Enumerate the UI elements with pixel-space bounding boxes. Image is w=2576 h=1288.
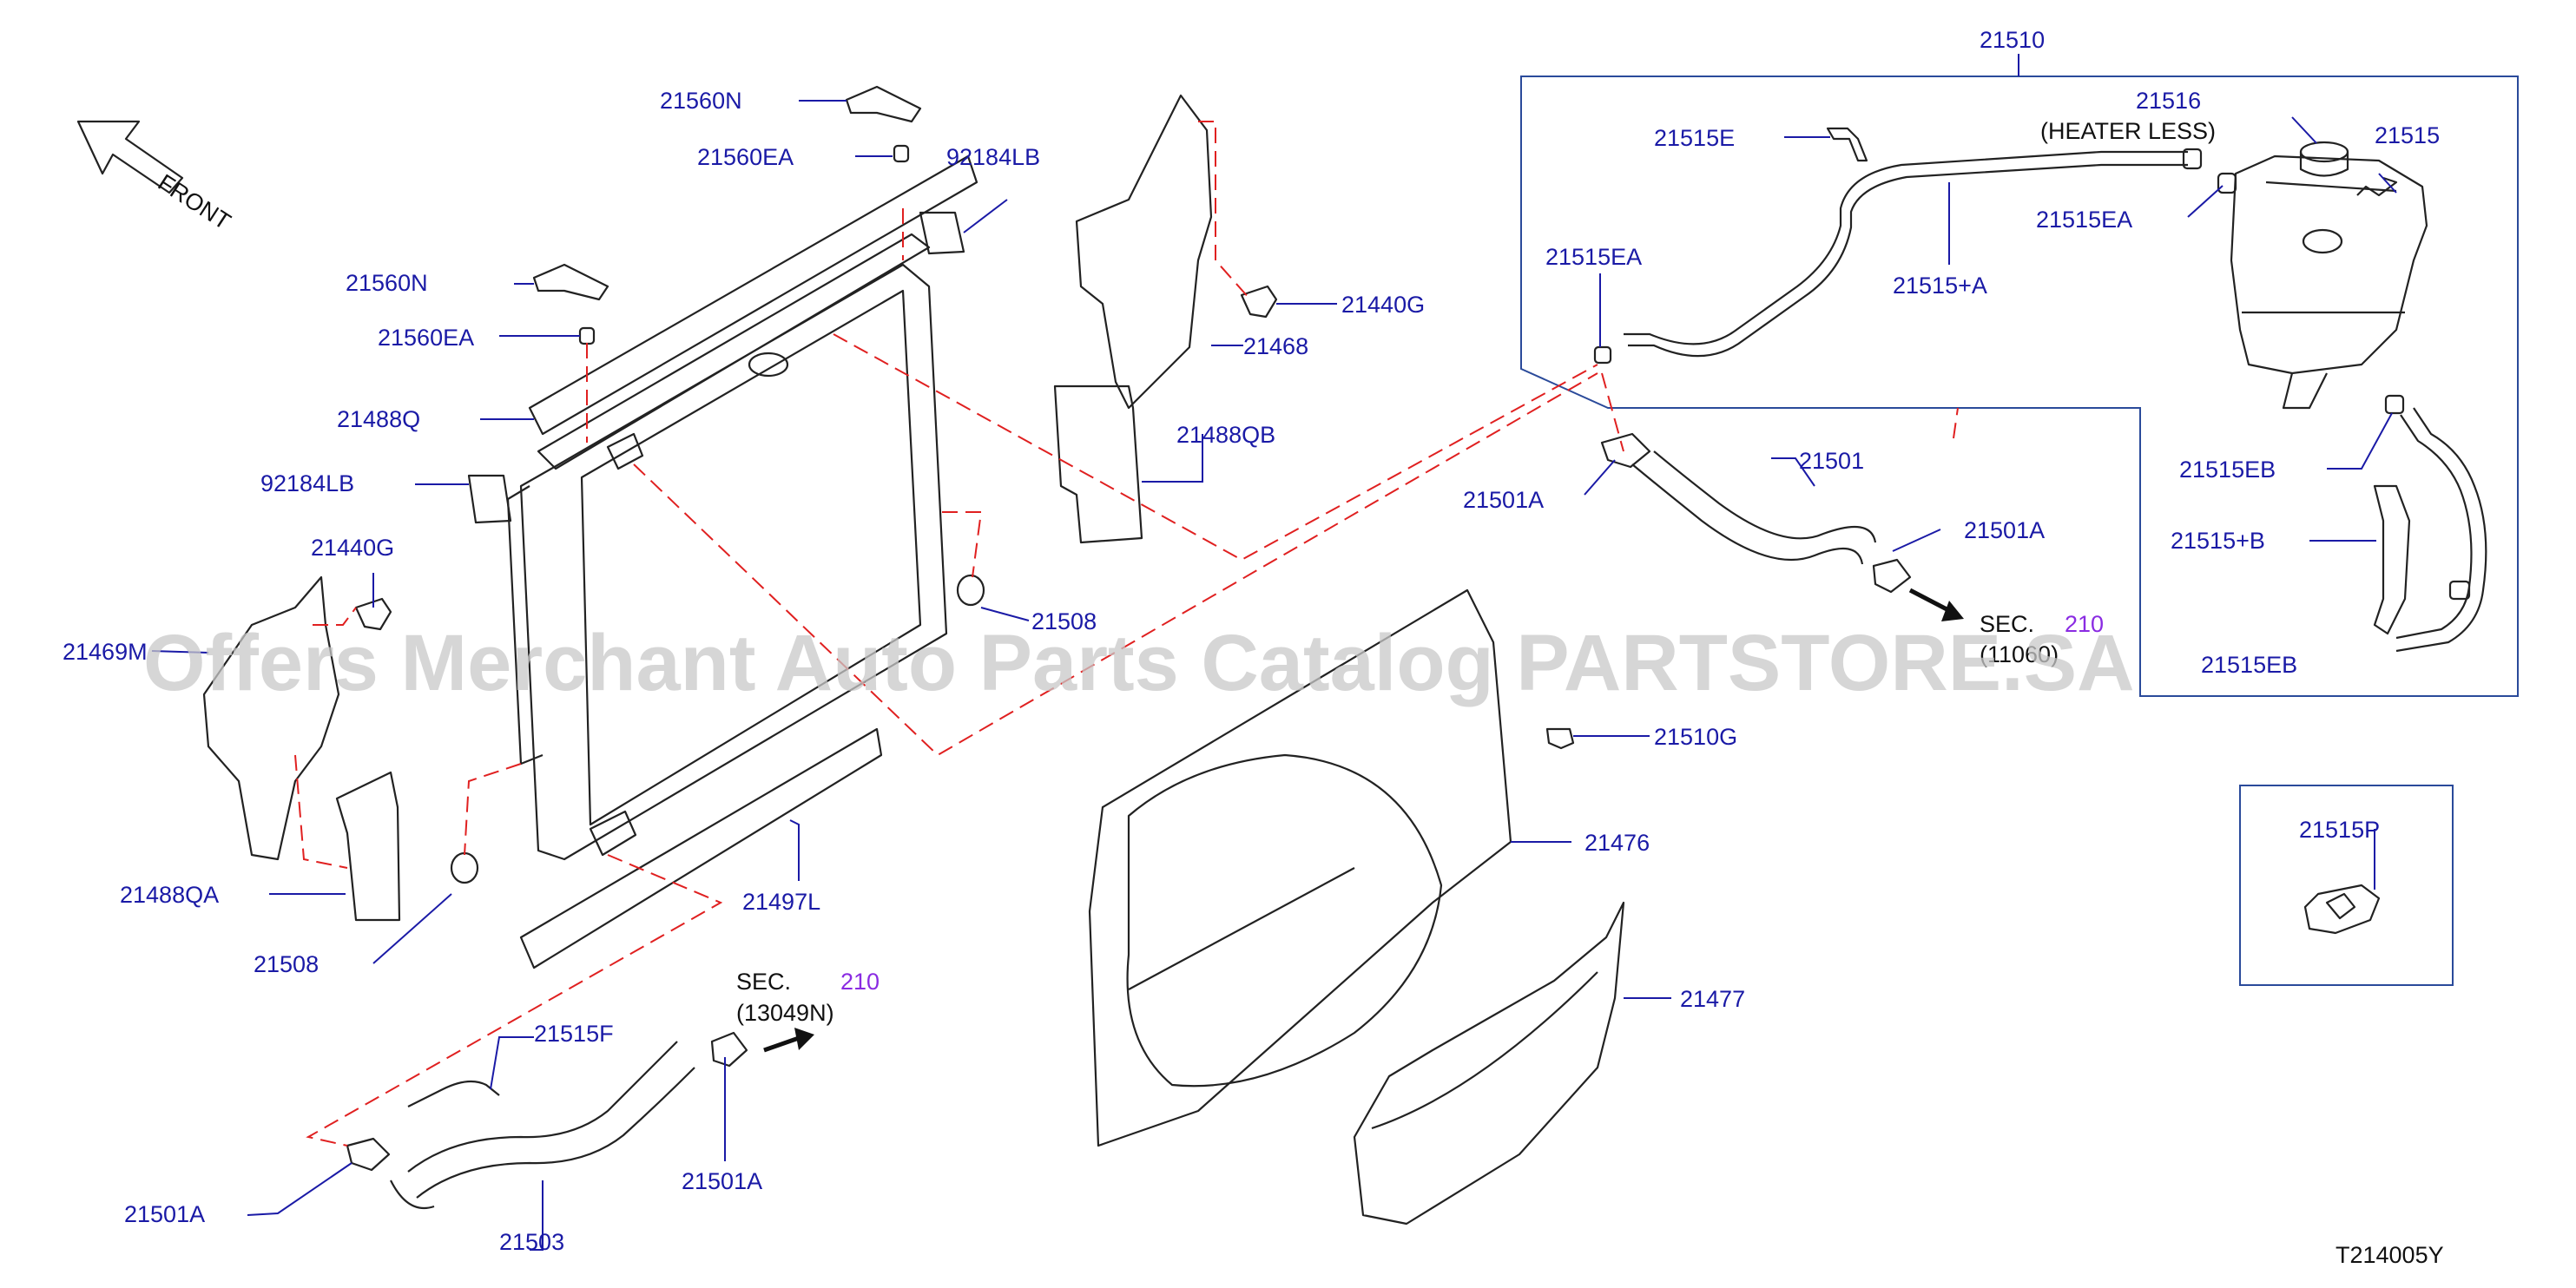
label-21440g-left: 21440G: [311, 535, 394, 561]
label-21501: 21501: [1799, 448, 1864, 474]
fan-shroud-21476[interactable]: [1088, 588, 1512, 1147]
reservoir-kit-outline: [1520, 76, 2519, 697]
label-21476: 21476: [1584, 830, 1650, 856]
radiator[interactable]: [506, 233, 948, 861]
label-21516: 21516: [2136, 88, 2201, 114]
label-21515eb-upper: 21515EB: [2179, 457, 2276, 483]
label-92184lb-left: 92184LB: [260, 470, 354, 496]
sec-lower-ref: (13049N): [736, 1000, 834, 1026]
mount-21508-right[interactable]: [956, 574, 985, 607]
sec-upper-arrow: [1908, 588, 1953, 614]
label-21468: 21468: [1243, 333, 1308, 359]
clamp-21515ea-left[interactable]: [1593, 345, 1612, 365]
label-21560n-mid: 21560N: [346, 270, 428, 296]
label-21515ea-left: 21515EA: [1545, 244, 1642, 270]
seal-21488qa[interactable]: [335, 771, 401, 922]
sec-upper-sec: SEC.: [1980, 611, 2034, 637]
label-21515eb-lower: 21515EB: [2201, 652, 2297, 678]
clamp-21501a-upper-left[interactable]: [1600, 432, 1651, 469]
reservoir-cap[interactable]: [2299, 141, 2349, 177]
clamp-21501a-lower-left[interactable]: [346, 1137, 391, 1172]
seal-21488qb[interactable]: [1053, 384, 1143, 544]
label-21515-plus-a: 21515+A: [1893, 273, 1987, 299]
label-21503: 21503: [499, 1229, 564, 1255]
clip-21515p-box: [2239, 785, 2454, 986]
watermark: Offers Merchant Auto Parts Catalog PARTS…: [143, 619, 2135, 707]
label-21497l: 21497L: [742, 889, 820, 915]
label-21515f: 21515F: [534, 1021, 614, 1047]
label-21488q: 21488Q: [337, 406, 420, 432]
lower-hose-21503[interactable]: [390, 1041, 695, 1210]
label-21488qb: 21488QB: [1176, 422, 1275, 448]
upper-hose-21501[interactable]: [1631, 450, 1877, 565]
bracket-21560n-mid[interactable]: [532, 263, 609, 301]
leader-lines: [151, 100, 2397, 1251]
sec-lower-num: 210: [840, 969, 880, 995]
label-21501a-upper-right: 21501A: [1964, 517, 2045, 543]
clamp-21515eb-upper[interactable]: [2384, 394, 2405, 415]
label-21510: 21510: [1980, 27, 2045, 53]
label-21477: 21477: [1680, 986, 1745, 1012]
label-21508-left: 21508: [254, 951, 319, 977]
reservoir-overflow-tube[interactable]: [2356, 176, 2398, 197]
hose-21515-plus-a[interactable]: [1624, 150, 2188, 345]
assembly-lines: [294, 121, 1959, 1147]
label-21508-right: 21508: [1031, 608, 1097, 634]
label-21515ea-top: 21515EA: [2036, 207, 2132, 233]
label-21515-plus-b: 21515+B: [2171, 528, 2265, 554]
air-guide-21468[interactable]: [1075, 94, 1213, 410]
clamp-21501a-lower-right[interactable]: [710, 1031, 748, 1068]
hose-21515-plus-b[interactable]: [2395, 407, 2487, 653]
seal-21497l[interactable]: [519, 727, 883, 969]
part-labels: 21510 21516 (HEATER LESS) 21515 21515E 2…: [63, 27, 2440, 1255]
label-21469m: 21469M: [63, 639, 148, 665]
clamp-21515ea-top[interactable]: [2217, 172, 2237, 194]
label-21515p: 21515P: [2299, 817, 2380, 843]
clip-21515e[interactable]: [1826, 127, 1868, 162]
diagram-id: T214005Y: [2336, 1242, 2444, 1268]
label-21501a-upper-left: 21501A: [1463, 487, 1544, 513]
label-21515e: 21515E: [1654, 125, 1735, 151]
grommet-21560ea-top[interactable]: [893, 144, 910, 163]
sec-lower-sec: SEC.: [736, 969, 791, 995]
label-21510g: 21510G: [1654, 724, 1737, 750]
clamp-21501a-upper-right[interactable]: [1872, 558, 1912, 594]
drain-hose-21515f[interactable]: [407, 1080, 500, 1107]
label-21501a-lower-right: 21501A: [682, 1168, 762, 1194]
sec-upper-num: 210: [2065, 611, 2104, 637]
label-21488qa: 21488QA: [120, 882, 219, 908]
clip-21440g-left[interactable]: [354, 597, 392, 631]
front-label: FRONT: [154, 169, 235, 235]
label-21501a-lower-left: 21501A: [124, 1201, 205, 1227]
heater-note: (HEATER LESS): [2040, 118, 2216, 144]
clip-21515p[interactable]: [2303, 884, 2381, 935]
label-21515: 21515: [2375, 122, 2440, 148]
label-21560n-top: 21560N: [660, 88, 742, 114]
front-direction-arrow: FRONT: [76, 120, 235, 235]
sec-lower-arrow: [763, 1035, 800, 1053]
seal-21488q[interactable]: [528, 154, 978, 436]
pad-92184lb-top[interactable]: [919, 211, 965, 255]
bolt-21510g[interactable]: [1545, 727, 1575, 750]
fan-shroud-21477[interactable]: [1353, 901, 1625, 1226]
grommet-21560ea-mid[interactable]: [578, 326, 596, 345]
label-92184lb-top: 92184LB: [946, 144, 1040, 170]
label-21560ea-mid: 21560EA: [378, 325, 474, 351]
label-21440g-right: 21440G: [1341, 292, 1425, 318]
mount-21508-left[interactable]: [450, 851, 479, 884]
reservoir-tank[interactable]: [2230, 154, 2428, 410]
sec-upper-ref: (11060): [1980, 641, 2059, 667]
label-21560ea-top: 21560EA: [697, 144, 794, 170]
air-guide-21469m[interactable]: [202, 575, 340, 861]
pad-92184lb-left[interactable]: [467, 474, 512, 524]
clamp-21515eb-lower[interactable]: [2448, 580, 2471, 601]
bracket-21560n-top[interactable]: [845, 85, 922, 123]
clip-21440g-right[interactable]: [1240, 285, 1278, 319]
